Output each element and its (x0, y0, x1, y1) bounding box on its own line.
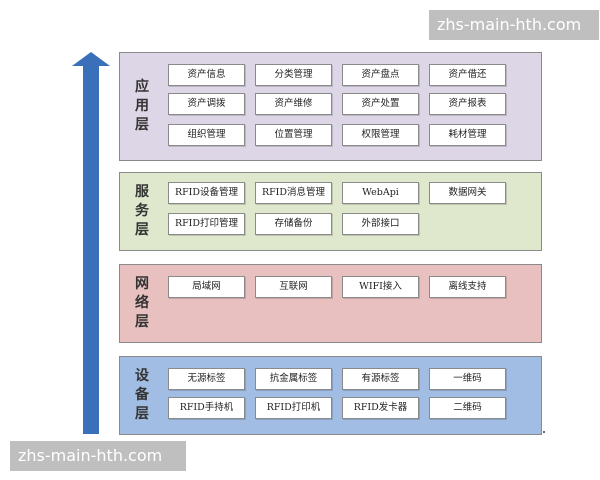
layer-title-char: 层 (135, 222, 149, 238)
module-box: 组织管理 (168, 124, 245, 146)
module-box: 资产调拨 (168, 93, 245, 115)
layer-title: 应用层 (120, 53, 164, 160)
layer-title-char: 层 (135, 406, 149, 422)
module-box: 存储备份 (255, 213, 332, 235)
module-box: 资产借还 (429, 64, 506, 86)
layer-title-char: 层 (135, 314, 149, 330)
layer-title: 服务层 (120, 173, 164, 250)
upward-arrow (72, 52, 110, 434)
layer-title: 网络层 (120, 265, 164, 342)
decorative-dot (543, 431, 545, 433)
module-box: 离线支持 (429, 276, 506, 298)
module-box: 互联网 (255, 276, 332, 298)
module-box: 资产信息 (168, 64, 245, 86)
module-box: 耗材管理 (429, 124, 506, 146)
module-box: WIFI接入 (342, 276, 419, 298)
module-box: 有源标签 (342, 368, 419, 390)
module-box: RFID消息管理 (255, 182, 332, 204)
module-box: 抗金属标签 (255, 368, 332, 390)
layer-title-char: 应 (135, 79, 149, 95)
layer-title-char: 设 (135, 368, 149, 384)
module-box: RFID发卡器 (342, 397, 419, 419)
layer-title-char: 网 (135, 276, 149, 292)
module-box: 数据网关 (429, 182, 506, 204)
module-box: 外部接口 (342, 213, 419, 235)
module-box: 二维码 (429, 397, 506, 419)
watermark-top: zhs-main-hth.com (429, 10, 599, 40)
watermark-bottom: zhs-main-hth.com (10, 441, 186, 471)
module-box: 无源标签 (168, 368, 245, 390)
layer-title-char: 备 (135, 387, 149, 403)
layer-application: 应用层资产信息分类管理资产盘点资产借还资产调拨资产维修资产处置资产报表组织管理位… (119, 52, 542, 161)
layer-title-char: 务 (135, 203, 149, 219)
layer-title-char: 服 (135, 184, 149, 200)
layer-title-char: 用 (135, 98, 149, 114)
module-box: 资产处置 (342, 93, 419, 115)
module-box: RFID打印机 (255, 397, 332, 419)
layer-title: 设备层 (120, 357, 164, 434)
module-box: 位置管理 (255, 124, 332, 146)
layer-title-char: 层 (135, 117, 149, 133)
module-box: 权限管理 (342, 124, 419, 146)
module-box: 分类管理 (255, 64, 332, 86)
module-box: 资产盘点 (342, 64, 419, 86)
module-box: RFID打印管理 (168, 213, 245, 235)
module-box: WebApi (342, 182, 419, 204)
module-box: RFID手持机 (168, 397, 245, 419)
module-box: RFID设备管理 (168, 182, 245, 204)
module-box: 局域网 (168, 276, 245, 298)
module-box: 资产维修 (255, 93, 332, 115)
module-box: 资产报表 (429, 93, 506, 115)
layer-title-char: 络 (135, 295, 149, 311)
arrow-shape (72, 52, 110, 434)
module-box: 一维码 (429, 368, 506, 390)
